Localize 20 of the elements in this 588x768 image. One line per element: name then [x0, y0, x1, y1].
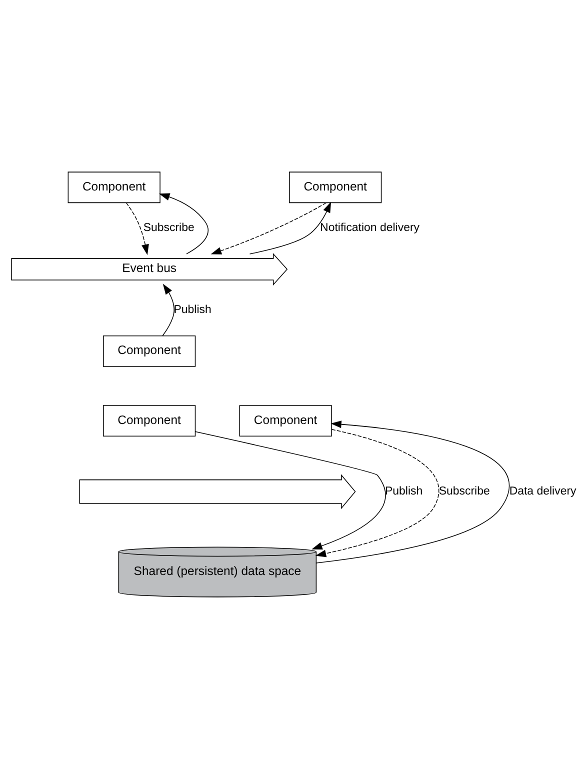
arrow: [158, 192, 209, 254]
edge-label: Data delivery: [509, 484, 576, 497]
edge-label: Publish: [385, 484, 423, 497]
node-box: Component: [103, 404, 196, 436]
arrow: [315, 428, 440, 557]
edge-label: Notification delivery: [320, 222, 420, 234]
arrow: [210, 202, 326, 254]
edge-label: Subscribe: [143, 222, 194, 234]
arrow: [194, 430, 386, 549]
node-box: Component: [103, 335, 196, 366]
node-box: Component: [239, 404, 332, 436]
node-box: Component: [289, 171, 382, 203]
node-arrow: [79, 474, 356, 509]
arrow: [126, 202, 149, 255]
arrow: [316, 420, 510, 563]
arrow: [249, 201, 332, 254]
edge-label: Subscribe: [438, 484, 490, 497]
edge-label: Publish: [174, 303, 212, 316]
arrow: [162, 283, 174, 336]
node-box: Component: [68, 171, 160, 203]
